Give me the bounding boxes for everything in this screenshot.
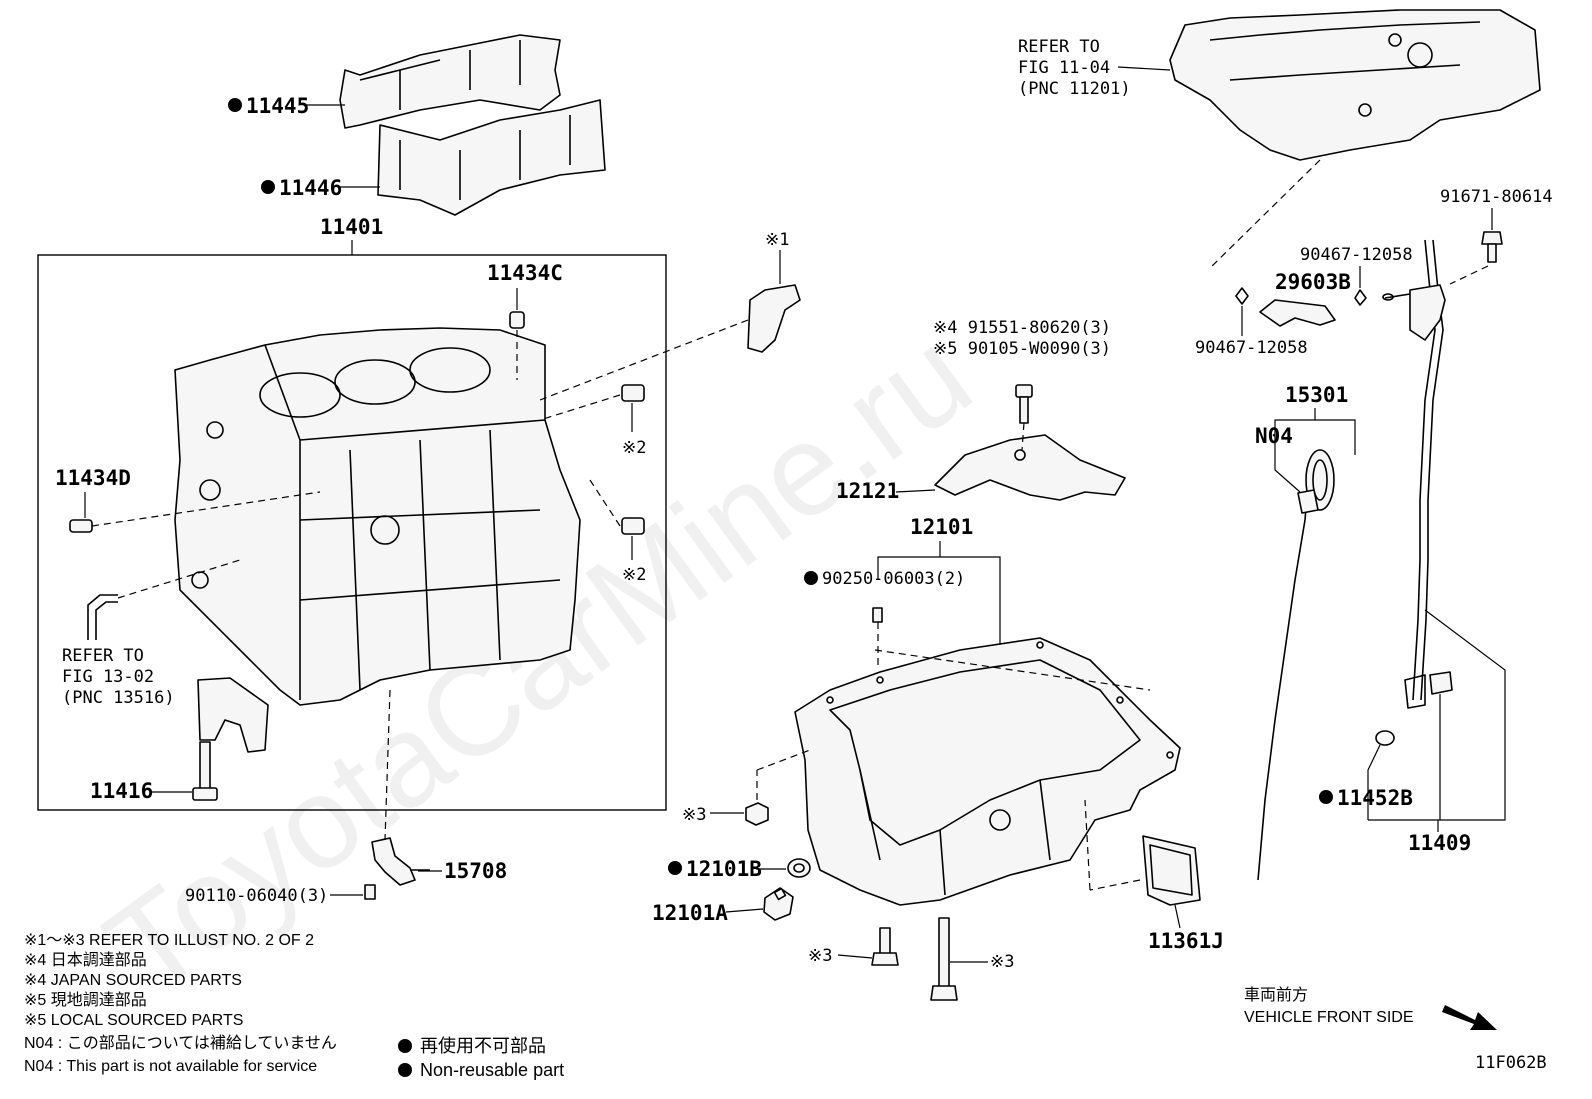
svg-text:REFER TO: REFER TO (1018, 37, 1100, 57)
svg-text:11446: 11446 (279, 176, 342, 200)
bolt-ref-3-short: ※3 (808, 927, 899, 966)
bolt-91671-80614: 91671-80614 (1440, 187, 1553, 285)
bolt-91551-90105: ※4 91551-80620(3) ※5 90105-W0090(3) (933, 318, 1111, 451)
svg-text:11409: 11409 (1408, 831, 1471, 855)
svg-text:VEHICLE FRONT SIDE: VEHICLE FRONT SIDE (1244, 1009, 1414, 1026)
svg-text:12121: 12121 (836, 479, 899, 503)
vehicle-front-direction: 車両前方 VEHICLE FRONT SIDE (1244, 986, 1497, 1030)
clip-90467-upper: 90467-12058 (1300, 245, 1413, 306)
bearing-upper-11445 (339, 34, 561, 129)
svg-text:Non-reusable part: Non-reusable part (420, 1060, 564, 1080)
svg-text:11452B: 11452B (1337, 786, 1413, 810)
callout-11446: 11446 (261, 176, 380, 200)
svg-text:11361J: 11361J (1148, 929, 1224, 953)
bolt-11416: 11416 (90, 741, 218, 803)
pin-11434D: 11434D (55, 466, 321, 533)
svg-text:90250-06003(2): 90250-06003(2) (822, 569, 965, 589)
svg-text:(PNC 13516): (PNC 13516) (62, 688, 175, 708)
svg-text:91671-80614: 91671-80614 (1440, 187, 1553, 207)
pin-ref-2-lower: ※2 (589, 479, 646, 585)
cover-11361J: 11361J (1084, 799, 1224, 953)
pin-11434C: 11434C (487, 261, 563, 380)
svg-text:11416: 11416 (90, 779, 153, 803)
pin-90250-06003: 90250-06003(2) (804, 569, 965, 668)
svg-text:29603B: 29603B (1275, 270, 1351, 294)
drain-plug-12101A: 12101A (652, 887, 794, 925)
svg-text:N04 : この部品については補給していません: N04 : この部品については補給していません (24, 1034, 337, 1052)
svg-text:15708: 15708 (444, 859, 507, 883)
svg-text:N04: N04 (1255, 424, 1293, 448)
svg-text:12101A: 12101A (652, 901, 728, 925)
bearing-cap (197, 677, 269, 753)
svg-text:※2: ※2 (622, 438, 646, 458)
nut-ref-3: ※3 (682, 749, 811, 826)
svg-text:※3: ※3 (682, 805, 706, 825)
svg-text:※5 現地調達部品: ※5 現地調達部品 (24, 991, 147, 1009)
bearing-lower-11446 (377, 99, 606, 216)
oil-jet-15708: 15708 (371, 689, 507, 886)
svg-text:※3: ※3 (990, 952, 1014, 972)
svg-text:REFER TO: REFER TO (62, 646, 144, 666)
guide-seal-11409: 11409 (1368, 609, 1506, 855)
oil-pipe-ref: REFER TO FIG 13-02 (PNC 13516) (62, 559, 241, 708)
hose-29603B: 29603B (1259, 270, 1351, 327)
svg-text:12101B: 12101B (686, 857, 762, 881)
svg-text:再使用不可部品: 再使用不可部品 (420, 1036, 546, 1056)
notes-block: ※1～※3 REFER TO ILLUST NO. 2 OF 2 ※4 日本調達… (24, 932, 337, 1075)
svg-text:※5 LOCAL SOURCED PARTS: ※5 LOCAL SOURCED PARTS (24, 1012, 243, 1029)
svg-text:※1～※3 REFER TO ILLUST NO. 2 O: ※1～※3 REFER TO ILLUST NO. 2 OF 2 (24, 932, 314, 949)
oil-pan-12101 (794, 637, 1181, 906)
svg-text:※1: ※1 (765, 230, 789, 250)
svg-text:15301: 15301 (1285, 383, 1348, 407)
clip-90467-lower: 90467-12058 (1195, 287, 1308, 358)
svg-text:車両前方: 車両前方 (1244, 986, 1308, 1004)
gasket-12101B: 12101B (668, 857, 811, 881)
svg-text:※2: ※2 (622, 565, 646, 585)
svg-text:※4 91551-80620(3): ※4 91551-80620(3) (933, 318, 1111, 338)
cylinder-head-ref: REFER TO FIG 11-04 (PNC 11201) (1018, 9, 1541, 269)
svg-text:※4 JAPAN SOURCED PARTS: ※4 JAPAN SOURCED PARTS (24, 972, 242, 989)
svg-text:※5 90105-W0090(3): ※5 90105-W0090(3) (933, 339, 1111, 359)
pin-ref-2-upper: ※2 (539, 384, 646, 458)
callout-11401: 11401 (320, 215, 383, 239)
bolt-ref-3-long: ※3 (930, 917, 1014, 1001)
svg-text:11434C: 11434C (487, 261, 563, 285)
svg-text:N04 : This part is not availab: N04 : This part is not available for ser… (24, 1058, 317, 1075)
svg-text:90467-12058: 90467-12058 (1300, 245, 1413, 265)
legend-nonreusable: 再使用不可部品 Non-reusable part (398, 1036, 564, 1080)
svg-text:FIG 13-02: FIG 13-02 (62, 667, 154, 687)
svg-text:※4 日本調達部品: ※4 日本調達部品 (24, 951, 147, 969)
svg-text:90467-12058: 90467-12058 (1195, 338, 1308, 358)
figure-id: 11F062B (1475, 1053, 1547, 1073)
oring-11452B: 11452B (1319, 730, 1413, 820)
seal-ref-1: ※1 (539, 230, 801, 401)
arrow-icon (1442, 1005, 1497, 1030)
svg-text:11434D: 11434D (55, 466, 131, 490)
dipstick-guide (1382, 239, 1446, 709)
svg-text:90110-06040(3): 90110-06040(3) (185, 886, 328, 906)
callout-11445: 11445 (228, 94, 345, 118)
cylinder-block-frame (37, 254, 667, 811)
cylinder-block-11401 (174, 327, 581, 706)
svg-text:FIG 11-04: FIG 11-04 (1018, 58, 1110, 78)
plate-12121: 12121 (836, 434, 1126, 503)
svg-text:11445: 11445 (246, 94, 309, 118)
callout-12101: 12101 (910, 515, 973, 539)
svg-text:※3: ※3 (808, 946, 832, 966)
svg-text:(PNC 11201): (PNC 11201) (1018, 79, 1131, 99)
bolt-90110-06040: 90110-06040(3) (185, 884, 376, 906)
dipstick-15301: 15301 N04 (1255, 383, 1356, 881)
